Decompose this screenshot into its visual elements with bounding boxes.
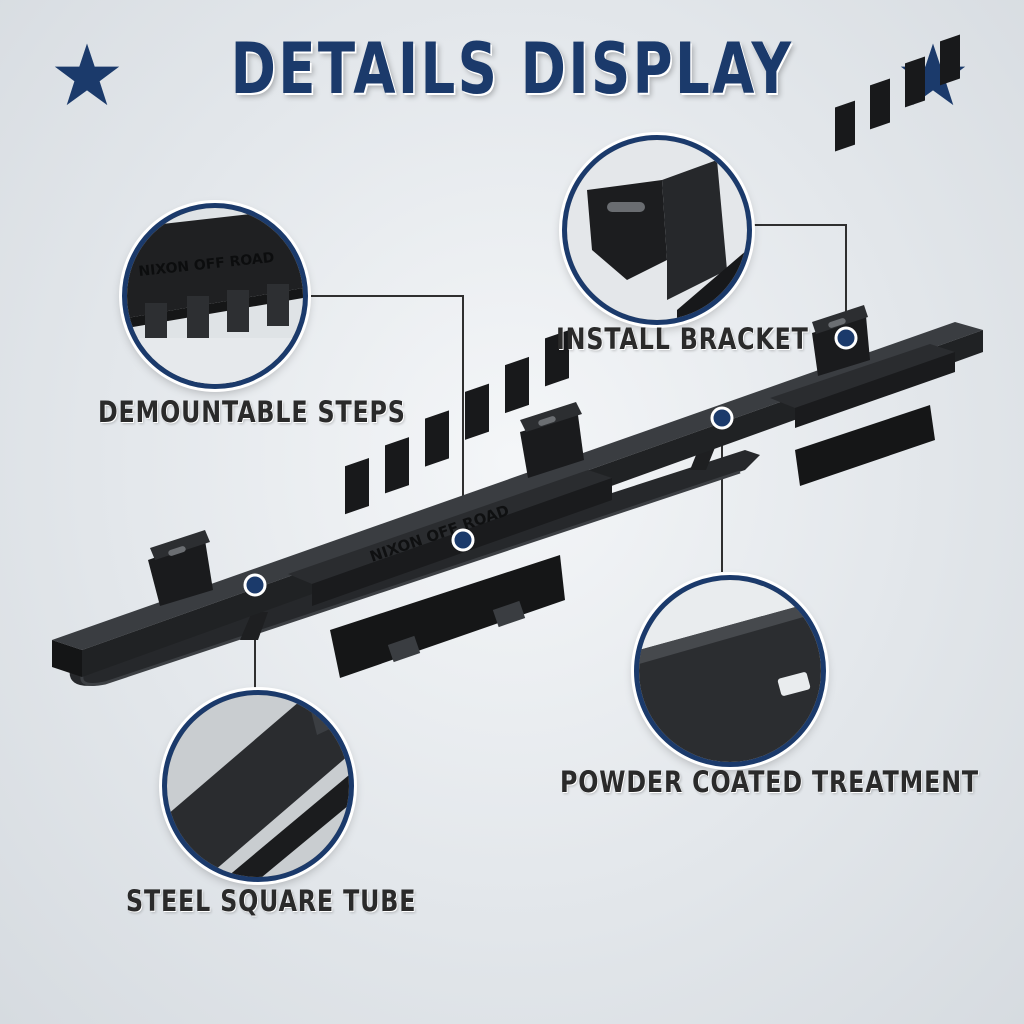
callout-demountable-steps: NIXON OFF ROAD	[122, 203, 308, 389]
label-demountable-steps: DEMOUNTABLE STEPS	[98, 395, 406, 429]
label-powder-coated: POWDER COATED TREATMENT	[560, 765, 979, 799]
page-title: DETAILS DISPLAY	[230, 28, 794, 110]
callout-steel-tube	[162, 690, 354, 882]
star-icon	[900, 43, 966, 106]
label-install-bracket: INSTALL BRACKET	[556, 322, 809, 356]
callout-install-bracket	[562, 135, 752, 325]
callout-dots	[243, 326, 858, 597]
label-steel-tube: STEEL SQUARE TUBE	[126, 884, 417, 918]
star-icon	[54, 43, 120, 106]
callout-powder-coated	[634, 575, 826, 767]
